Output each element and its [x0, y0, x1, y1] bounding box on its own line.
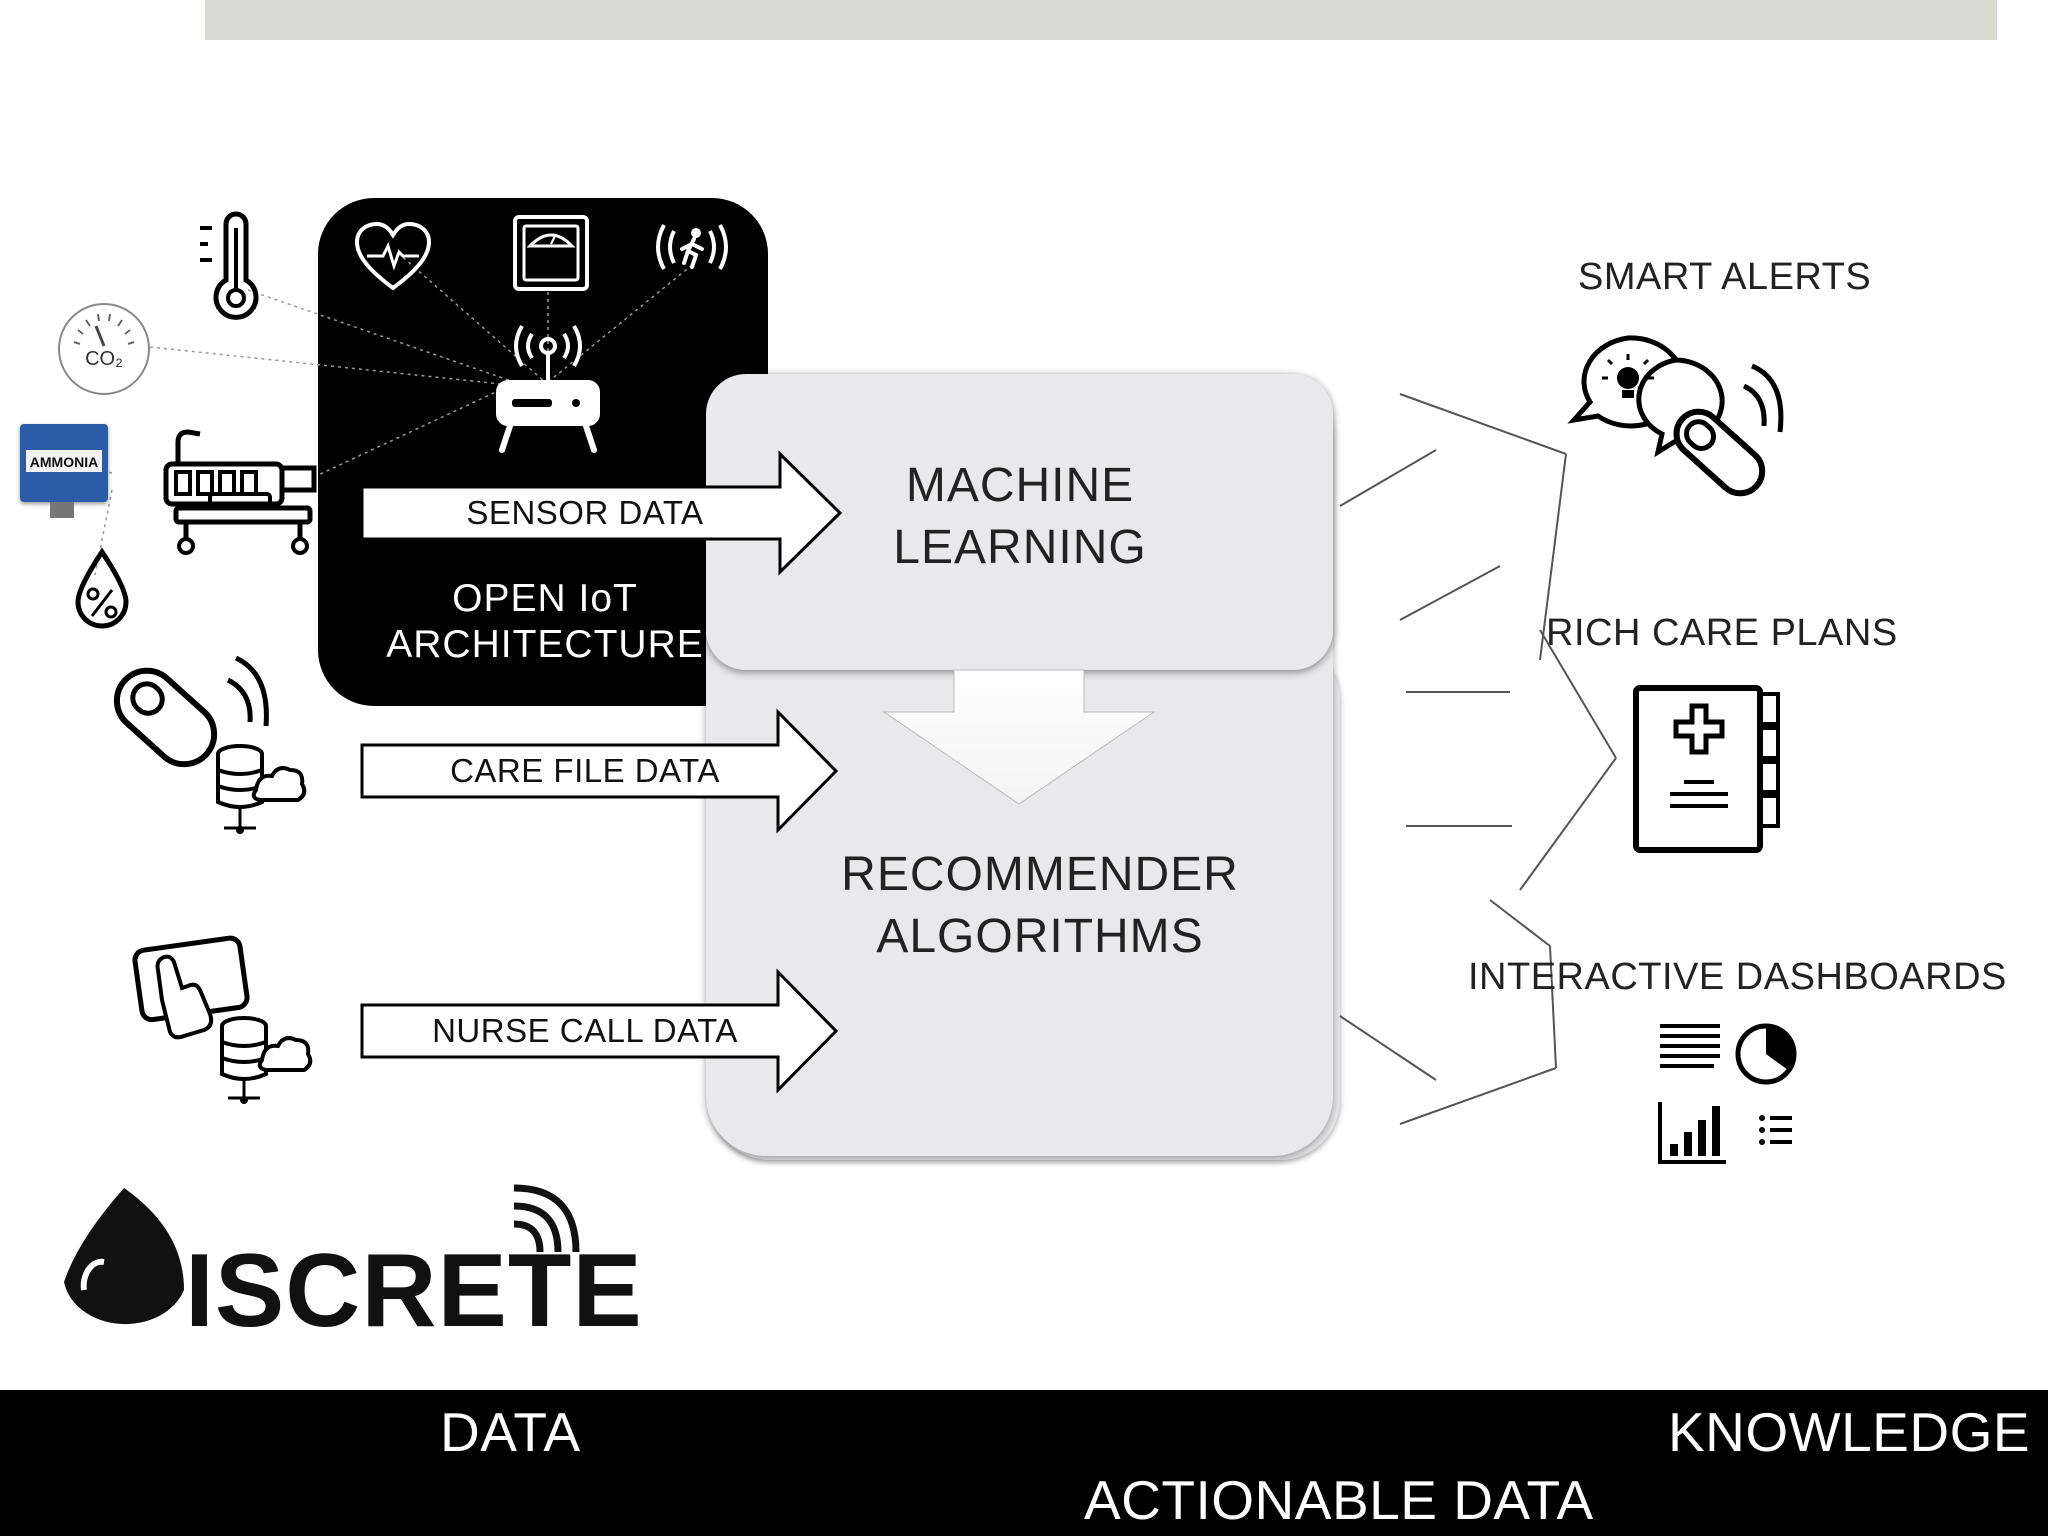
- weighing-scale-icon: [513, 215, 589, 291]
- motion-sensor-icon: [656, 224, 728, 270]
- footer-knowledge-label: KNOWLEDGE: [1668, 1401, 2031, 1463]
- down-arrow: [882, 669, 1156, 805]
- nurse-call-data-label: NURSE CALL DATA: [432, 1012, 738, 1049]
- iot-architecture-box: [318, 198, 768, 706]
- logo-text: ISCRETE: [185, 1233, 643, 1349]
- sensor-data-label: SENSOR DATA: [466, 494, 704, 531]
- ml-line1: MACHINE: [905, 459, 1135, 512]
- dashboard-icon: [1658, 1023, 1797, 1164]
- care-file-data-arrow: [360, 708, 839, 834]
- footer-data-label: DATA: [440, 1401, 581, 1463]
- ml-line2: LEARNING: [893, 521, 1147, 574]
- ammonia-label: AMMONIA: [29, 454, 99, 470]
- care-plan-icon: [1633, 685, 1780, 853]
- thermometer-icon: [200, 211, 259, 320]
- footer-bar: [0, 1390, 2048, 1536]
- iot-architecture-label: OPEN IoT ARCHITECTURE: [380, 576, 710, 668]
- top-banner: [205, 0, 1997, 40]
- rec-line1: RECOMMENDER: [841, 848, 1239, 901]
- co2-gauge-icon: CO₂: [56, 302, 152, 396]
- nurse-call-data-arrow: [360, 968, 839, 1094]
- logo-signal-icon: [513, 1184, 580, 1253]
- gateway-router-icon: [496, 324, 600, 453]
- smart-alerts-label: SMART ALERTS: [1578, 256, 1872, 298]
- smart-alert-icon: [1567, 335, 1784, 497]
- hospital-bed-icon: [163, 429, 317, 555]
- machine-learning-title: MACHINE LEARNING: [830, 455, 1210, 579]
- footer-actionable-data-label: ACTIONABLE DATA: [1084, 1469, 1594, 1531]
- recommender-title: RECOMMENDER ALGORITHMS: [820, 844, 1260, 968]
- output-bracket-lines: [1339, 393, 1617, 1125]
- tablet-database-icon: [132, 935, 313, 1104]
- rec-line2: ALGORITHMS: [876, 910, 1204, 963]
- ammonia-sensor-icon: AMMONIA: [20, 424, 108, 518]
- co2-label: CO₂: [85, 348, 123, 370]
- iot-line2: ARCHITECTURE: [386, 623, 704, 666]
- iot-line1: OPEN IoT: [452, 577, 638, 620]
- care-file-data-label: CARE FILE DATA: [450, 752, 720, 789]
- logo-drop-icon: [64, 1188, 184, 1325]
- interactive-dashboards-label: INTERACTIVE DASHBOARDS: [1468, 956, 2007, 998]
- sensor-data-arrow: [360, 450, 843, 576]
- humidity-drop-icon: [75, 547, 129, 629]
- heart-rate-icon: [354, 221, 432, 291]
- rich-care-plans-label: RICH CARE PLANS: [1546, 612, 1898, 654]
- wearable-database-icon: [113, 655, 307, 834]
- discrete-logo: [54, 1180, 624, 1340]
